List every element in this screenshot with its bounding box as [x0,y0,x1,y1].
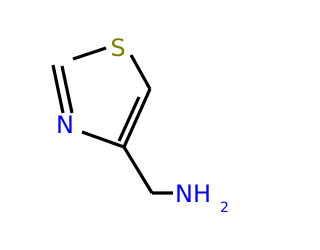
amine-nitrogen-label: NH [175,180,211,208]
bond-c4-n3 [81,130,125,149]
amine-subscript-label: 2 [220,200,229,216]
sulfur-atom-label: S [110,34,125,62]
bond-n3-c2 [51,64,65,114]
bond-c4-ch2 [122,146,154,194]
ring-nitrogen-atom-label: N [56,111,74,139]
structure-diagram: S N NH 2 [51,34,229,216]
molecule-canvas: S N NH 2 [51,34,229,216]
bond-s1-c5 [129,54,152,90]
bond-c5-c4-inner [117,96,141,142]
bond-c5-c4 [122,88,152,148]
bond-c2-s1 [72,46,107,61]
bond-n3-c2-inner [60,65,74,114]
